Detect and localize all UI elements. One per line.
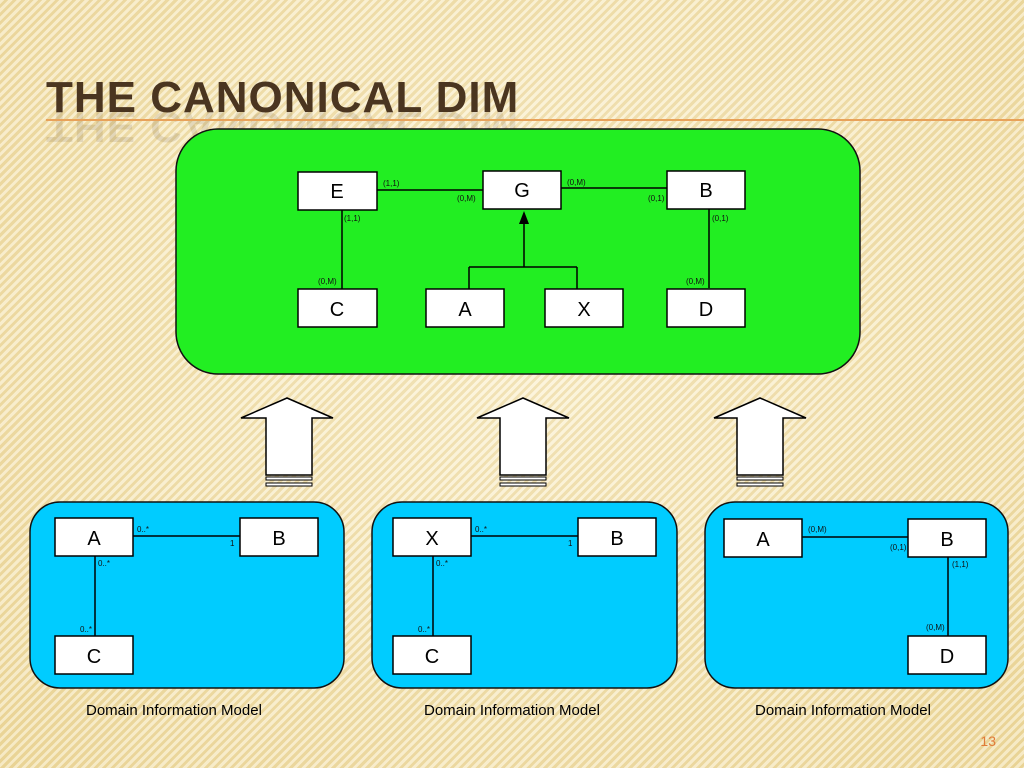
canonical-entity-d: D bbox=[666, 288, 746, 328]
title-underline bbox=[46, 119, 1024, 121]
domain-1-entity-a: A bbox=[54, 517, 134, 557]
domain-model-2-connectors bbox=[432, 535, 578, 636]
canonical-entity-g: G bbox=[482, 170, 562, 210]
domain-2-entity-c: C bbox=[392, 635, 472, 675]
entity-label: B bbox=[940, 529, 953, 551]
cardinality-label: 0..* bbox=[137, 525, 149, 534]
domain-2-entity-b: B bbox=[577, 517, 657, 557]
slide-title: THE CANONICAL DIM bbox=[46, 73, 520, 122]
domain-3-entity-d: D bbox=[907, 635, 987, 675]
up-arrow-right bbox=[713, 397, 807, 487]
cardinality-label: 0..* bbox=[98, 559, 110, 568]
domain-model-2-caption: Domain Information Model bbox=[424, 702, 600, 719]
cardinality-label: (0,M) bbox=[926, 623, 945, 632]
cardinality-label: 0..* bbox=[475, 525, 487, 534]
cardinality-label: (0,1) bbox=[648, 194, 665, 203]
domain-1-cardinalities: 0..* 1 0..* 0..* bbox=[80, 525, 235, 634]
generalization-arrowhead bbox=[519, 211, 529, 224]
entity-label: X bbox=[425, 528, 438, 550]
cardinality-label: (0,M) bbox=[686, 277, 705, 286]
up-arrow-left bbox=[240, 397, 334, 487]
cardinality-label: (0,M) bbox=[808, 525, 827, 534]
entity-label: E bbox=[330, 181, 343, 203]
entity-label: B bbox=[272, 528, 285, 550]
canonical-cardinalities: (1,1) (0,M) (0,M) (0,1) (1,1) (0,M) (0,1… bbox=[318, 178, 729, 286]
entity-label: D bbox=[940, 646, 954, 668]
cardinality-label: (1,1) bbox=[383, 179, 400, 188]
entity-label: B bbox=[610, 528, 623, 550]
entity-label: A bbox=[87, 528, 101, 550]
canonical-dim-panel bbox=[175, 128, 861, 375]
domain-3-entity-a: A bbox=[723, 518, 803, 558]
cardinality-label: 0..* bbox=[80, 625, 92, 634]
entity-label: A bbox=[756, 529, 770, 551]
up-arrow-middle bbox=[476, 397, 570, 487]
cardinality-label: (0,M) bbox=[318, 277, 337, 286]
domain-model-3-caption: Domain Information Model bbox=[755, 702, 931, 719]
canonical-entity-e: E bbox=[297, 171, 378, 211]
cardinality-label: 1 bbox=[230, 539, 235, 548]
cardinality-label: (0,M) bbox=[457, 194, 476, 203]
cardinality-label: (0,1) bbox=[890, 543, 907, 552]
cardinality-label: 1 bbox=[568, 539, 573, 548]
canonical-entity-b: B bbox=[666, 170, 746, 210]
canonical-entity-c: C bbox=[297, 288, 378, 328]
domain-model-1-connectors bbox=[94, 535, 240, 636]
canonical-connectors bbox=[341, 187, 710, 289]
entity-label: C bbox=[425, 646, 439, 668]
domain-1-entity-b: B bbox=[239, 517, 319, 557]
domain-3-cardinalities: (0,M) (0,1) (1,1) (0,M) bbox=[808, 525, 969, 632]
entity-label: G bbox=[514, 180, 530, 202]
domain-3-entity-b: B bbox=[907, 518, 987, 558]
cardinality-label: 0..* bbox=[436, 559, 448, 568]
domain-2-entity-x: X bbox=[392, 517, 472, 557]
domain-model-3-connectors bbox=[802, 536, 949, 636]
entity-label: X bbox=[577, 299, 590, 321]
cardinality-label: 0..* bbox=[418, 625, 430, 634]
entity-label: A bbox=[458, 299, 472, 321]
canonical-entity-x: X bbox=[544, 288, 624, 328]
cardinality-label: (1,1) bbox=[952, 560, 969, 569]
page-number: 13 bbox=[980, 733, 996, 749]
domain-2-cardinalities: 0..* 1 0..* 0..* bbox=[418, 525, 573, 634]
entity-label: B bbox=[699, 180, 712, 202]
cardinality-label: (1,1) bbox=[344, 214, 361, 223]
entity-label: C bbox=[87, 646, 101, 668]
canonical-entity-a: A bbox=[425, 288, 505, 328]
entity-label: D bbox=[699, 299, 713, 321]
domain-model-1-caption: Domain Information Model bbox=[86, 702, 262, 719]
cardinality-label: (0,M) bbox=[567, 178, 586, 187]
entity-label: C bbox=[330, 299, 344, 321]
cardinality-label: (0,1) bbox=[712, 214, 729, 223]
domain-1-entity-c: C bbox=[54, 635, 134, 675]
